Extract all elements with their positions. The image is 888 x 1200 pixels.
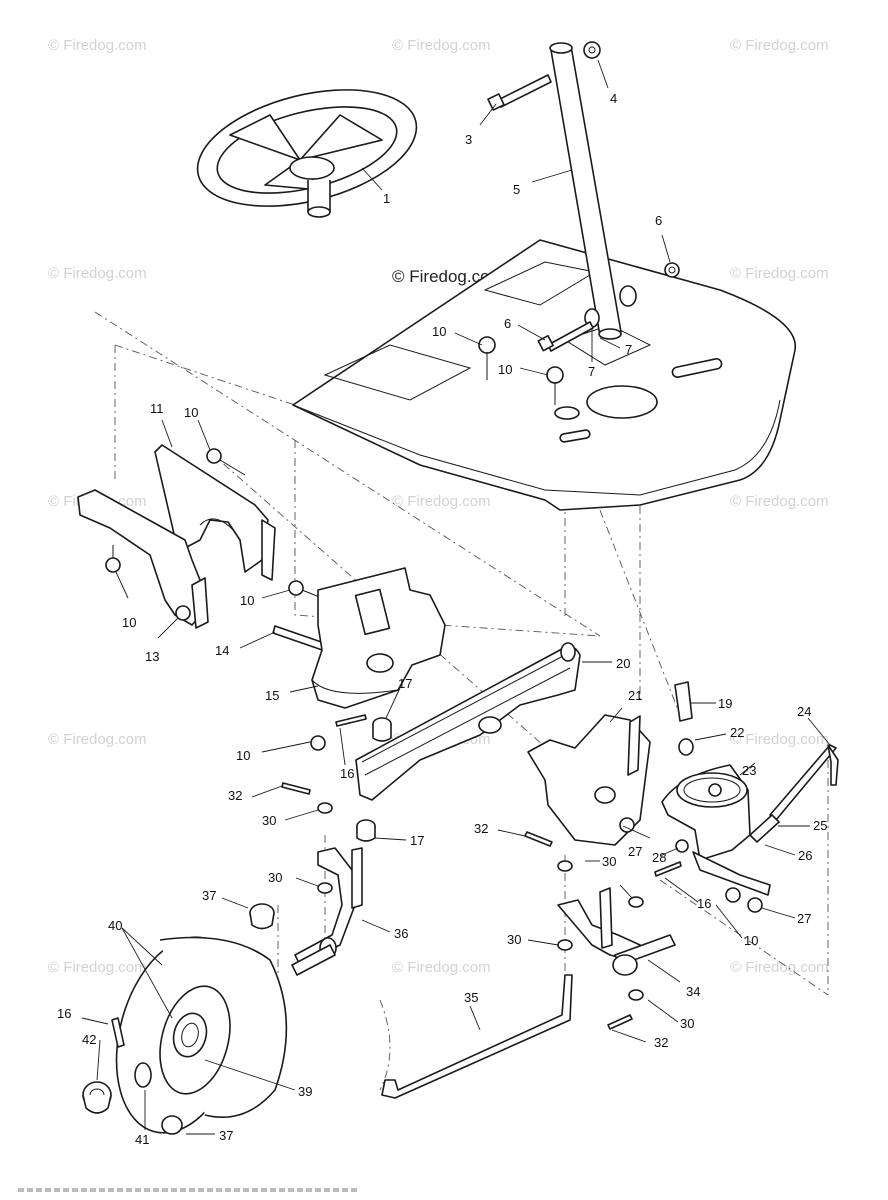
- callout-10: 10: [236, 748, 250, 763]
- callout-10: 10: [432, 324, 446, 339]
- callout-26: 26: [798, 848, 812, 863]
- callout-17: 17: [410, 833, 424, 848]
- callout-41: 41: [135, 1132, 149, 1147]
- callout-32: 32: [474, 821, 488, 836]
- callout-4: 4: [610, 91, 617, 106]
- callout-10: 10: [240, 593, 254, 608]
- steering-wheel: [196, 89, 418, 218]
- watermark: © Firedog.com: [730, 731, 829, 748]
- callout-11: 11: [150, 401, 164, 416]
- callout-30: 30: [262, 813, 276, 828]
- callout-14: 14: [215, 643, 229, 658]
- callout-39: 39: [298, 1084, 312, 1099]
- tie-rod: [381, 974, 573, 1099]
- watermark: © Firedog.com: [48, 959, 147, 976]
- watermark: © Firedog.com: [48, 731, 147, 748]
- callout-27: 27: [797, 911, 811, 926]
- axle-bracket: [77, 489, 209, 629]
- callout-27: 27: [628, 844, 642, 859]
- right-spindle: [557, 887, 676, 976]
- callout-32: 32: [654, 1035, 668, 1050]
- watermark: © Firedog.com: [730, 37, 829, 54]
- axle-support: [527, 714, 651, 846]
- callout-1: 1: [383, 191, 390, 206]
- callout-34: 34: [686, 984, 700, 999]
- callout-10: 10: [498, 362, 512, 377]
- hub-cap-upper: [249, 903, 275, 930]
- callout-22: 22: [730, 725, 744, 740]
- callout-42: 42: [82, 1032, 96, 1047]
- washers-and-pins: [281, 714, 682, 1030]
- callout-28: 28: [652, 850, 666, 865]
- drag-link: [619, 744, 839, 913]
- callout-21: 21: [628, 688, 642, 703]
- wheel-hardware: [82, 1017, 183, 1135]
- callout-25: 25: [813, 818, 827, 833]
- callout-30: 30: [602, 854, 616, 869]
- callout-15: 15: [265, 688, 279, 703]
- ignition-recess: [586, 385, 658, 419]
- callout-37: 37: [219, 1128, 233, 1143]
- left-spindle: [291, 847, 363, 976]
- callout-6: 6: [504, 316, 511, 331]
- callout-16: 16: [697, 896, 711, 911]
- callout-23: 23: [742, 763, 756, 778]
- callout-6: 6: [655, 213, 662, 228]
- watermark: © Firedog.com: [730, 493, 829, 510]
- footer-strip: [18, 1188, 358, 1192]
- callout-20: 20: [616, 656, 630, 671]
- watermark: © Firedog.com: [392, 959, 491, 976]
- callout-labels: 1 3 4 5 6 6 7 7 10 10 11 10 10 13 10 14 …: [57, 91, 827, 1147]
- watermark: © Firedog.com: [392, 37, 491, 54]
- hardware-upper: [478, 262, 680, 405]
- callout-32: 32: [228, 788, 242, 803]
- callout-30: 30: [680, 1016, 694, 1031]
- callout-5: 5: [513, 182, 520, 197]
- watermark: © Firedog.com: [730, 959, 829, 976]
- bushings: [356, 681, 694, 842]
- callout-24: 24: [797, 704, 811, 719]
- callout-16: 16: [57, 1006, 71, 1021]
- callout-30: 30: [268, 870, 282, 885]
- callout-10: 10: [184, 405, 198, 420]
- mounting-plate: [311, 567, 446, 709]
- callout-13: 13: [145, 649, 159, 664]
- front-wheel: [115, 936, 288, 1134]
- callout-35: 35: [464, 990, 478, 1005]
- callout-17: 17: [398, 676, 412, 691]
- main-watermark: © Firedog.com: [392, 267, 504, 286]
- callout-37: 37: [202, 888, 216, 903]
- callout-7: 7: [625, 342, 632, 357]
- watermark: © Firedog.com: [48, 265, 147, 282]
- front-axle: [355, 642, 581, 801]
- watermark: © Firedog.com: [392, 493, 491, 510]
- alignment-lines: [94, 311, 829, 1091]
- shaft-nut: [583, 41, 601, 59]
- leader-lines: [81, 59, 831, 1135]
- callout-7: 7: [588, 364, 595, 379]
- hardware-left: [105, 448, 331, 751]
- shaft-bolt: [487, 74, 552, 111]
- callout-36: 36: [394, 926, 408, 941]
- callout-3: 3: [465, 132, 472, 147]
- callout-10: 10: [744, 933, 758, 948]
- callout-40: 40: [108, 918, 122, 933]
- sector-gear: [661, 764, 771, 896]
- steering-shaft: [549, 42, 622, 340]
- callout-19: 19: [718, 696, 732, 711]
- callout-30: 30: [507, 932, 521, 947]
- callout-10: 10: [122, 615, 136, 630]
- callout-16: 16: [340, 766, 354, 781]
- dash-panel: [292, 239, 797, 511]
- watermark: © Firedog.com: [48, 37, 147, 54]
- watermark-layer: © Firedog.com © Firedog.com © Firedog.co…: [48, 37, 829, 976]
- watermark: © Firedog.com: [730, 265, 829, 282]
